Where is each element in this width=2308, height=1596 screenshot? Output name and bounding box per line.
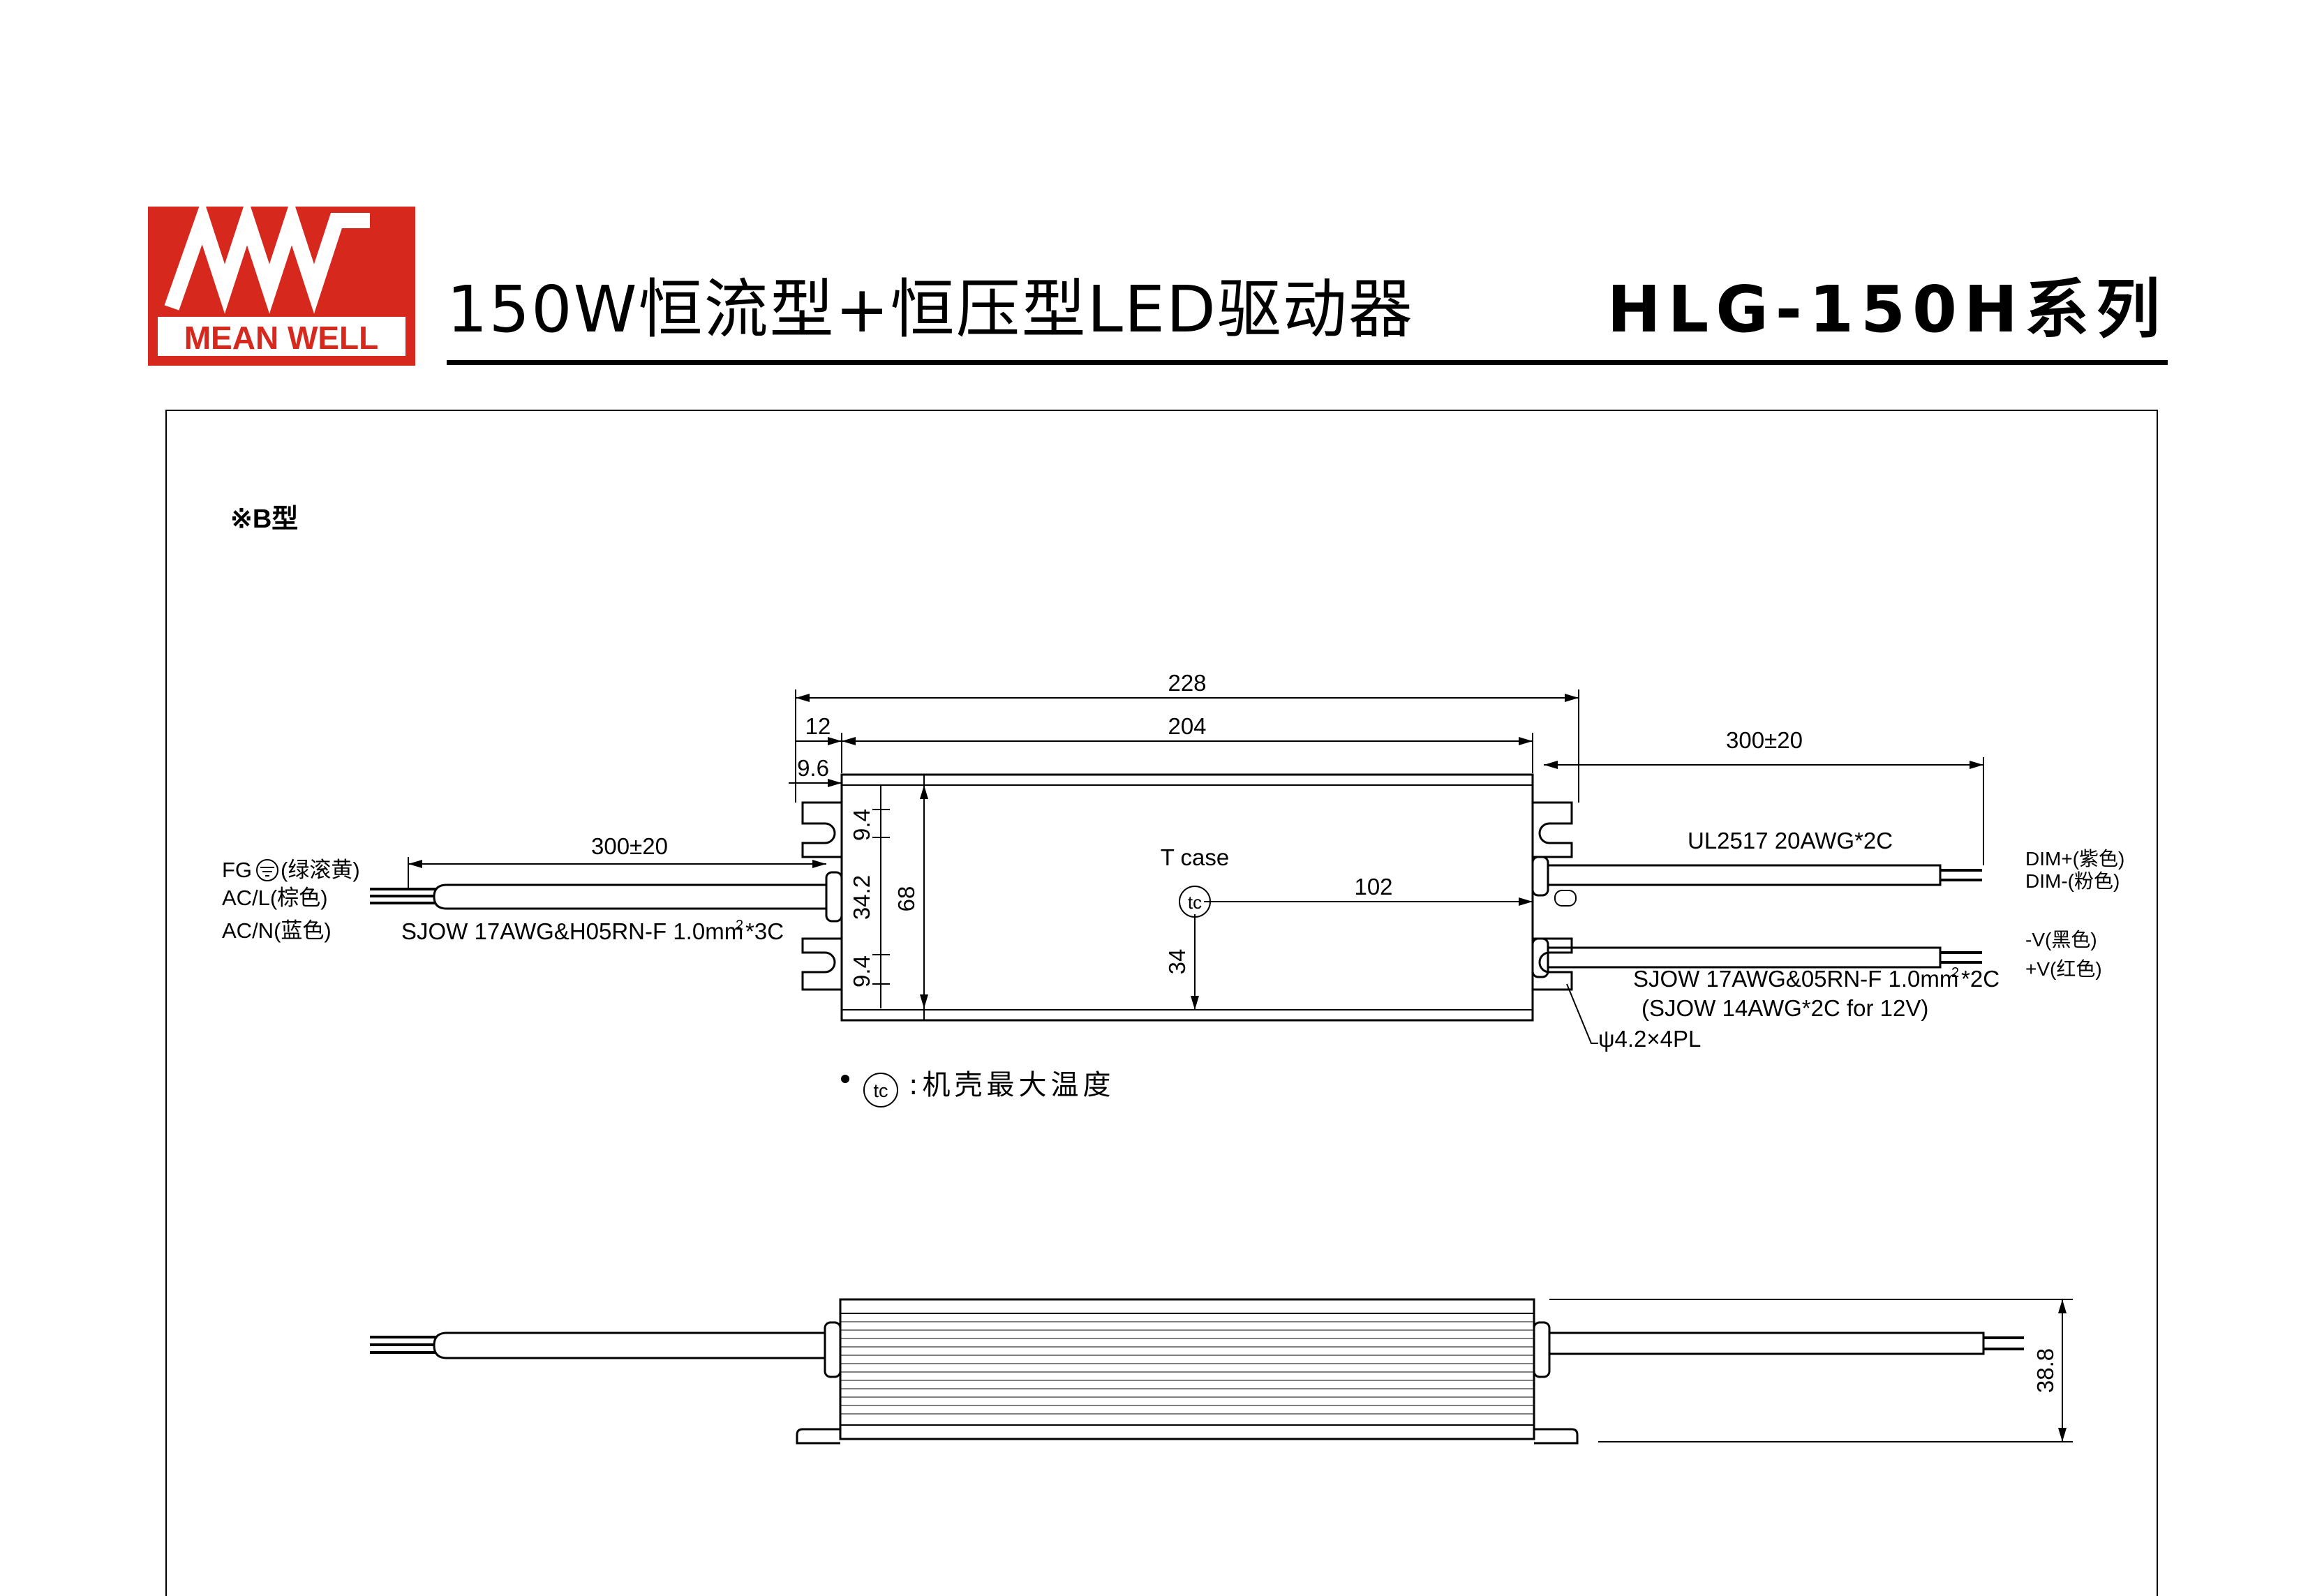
model-title: HLG-150H系列 [1607,272,2167,347]
tc-symbol-text: tc [1188,892,1202,913]
page-title: 150W恒流型+恒压型LED驱动器 [447,272,1414,347]
variant-label: ※B型 [230,505,299,534]
side-body [839,1298,1535,1440]
title-underline [447,360,2168,365]
dim-9-6: 9.6 [797,755,829,781]
output-cable-spec-tail: *2C [1961,966,2000,992]
ac-cable-spec-tail: *3C [745,918,784,944]
right-gland-top [1531,856,1549,897]
right-flange-top [1533,801,1573,858]
dim-204: 204 [1168,713,1206,739]
dim-38-8: 38.8 [2032,1348,2058,1393]
dim-cable [1548,864,1942,886]
tc-symbol: tc [1179,886,1211,918]
output-cable-spec-sup: 2 [1951,965,1959,980]
ac-cable-spec-sup: 2 [736,918,743,933]
right-flange-bottom [1533,937,1573,991]
v-minus-label: -V(黑色) [2025,929,2097,950]
left-flange-top [801,801,842,858]
side-view [370,1298,2024,1445]
ground-icon [256,859,278,881]
left-flange-bottom [801,937,842,991]
tc-note: :机壳最大温度 [909,1069,1115,1101]
v-plus-label: +V(红色) [2025,958,2102,980]
acl-label: AC/L(棕色) [222,886,328,910]
wire-labels: FG (绿滚黄) AC/L(棕色) AC/N(蓝色) DIM+(紫色) DIM-… [222,848,2124,980]
dim-34-2: 34.2 [849,875,874,920]
dim-34: 34 [1164,949,1190,975]
logo-text: MEAN WELL [184,320,379,356]
ac-cable-spec: SJOW 17AWG&H05RN-F 1.0mm [401,918,743,944]
dim-12: 12 [805,713,831,739]
dim-9-4-top: 9.4 [849,809,874,841]
top-view-dimensions [408,689,1984,1044]
dim-plus-label: DIM+(紫色) [2025,848,2124,870]
output-cable-spec: SJOW 17AWG&05RN-F 1.0mm [1633,966,1958,992]
right-gland-bottom [1531,937,1549,978]
fg-color-label: (绿滚黄) [281,858,360,882]
acn-label: AC/N(蓝色) [222,918,332,943]
dim-cable-spec: UL2517 20AWG*2C [1688,828,1893,853]
output-cable [1548,946,1942,969]
dim-left-cable-length: 300±20 [591,833,668,859]
mount-hole-spec: ψ4.2×4PL [1598,1026,1701,1052]
dim-68: 68 [893,886,919,912]
dim-right-cable-length: 300±20 [1726,727,1803,753]
fg-label: FG [222,858,252,882]
dim-9-4-bottom: 9.4 [849,955,874,987]
ac-cable [433,883,826,910]
tc-legend-symbol: tc [841,1073,898,1107]
tc-legend-text: tc [873,1080,888,1101]
top-view-labels: 228 12 204 9.6 300±20 300±20 9.4 34.2 68… [401,670,2000,1052]
dim-102: 102 [1354,874,1392,900]
mean-well-logo: MEAN WELL [148,207,415,366]
drawing-frame [165,410,2158,1596]
tcase-label: T case [1161,844,1229,870]
right-slot [1554,890,1577,907]
dim-228: 228 [1168,670,1206,696]
mean-well-logo-graphic: MEAN WELL [148,207,415,366]
left-gland [825,871,843,923]
output-cable-spec-12v: (SJOW 14AWG*2C for 12V) [1641,995,1928,1021]
dim-minus-label: DIM-(粉色) [2025,870,2120,892]
side-view-dimensions [1549,1299,2073,1442]
